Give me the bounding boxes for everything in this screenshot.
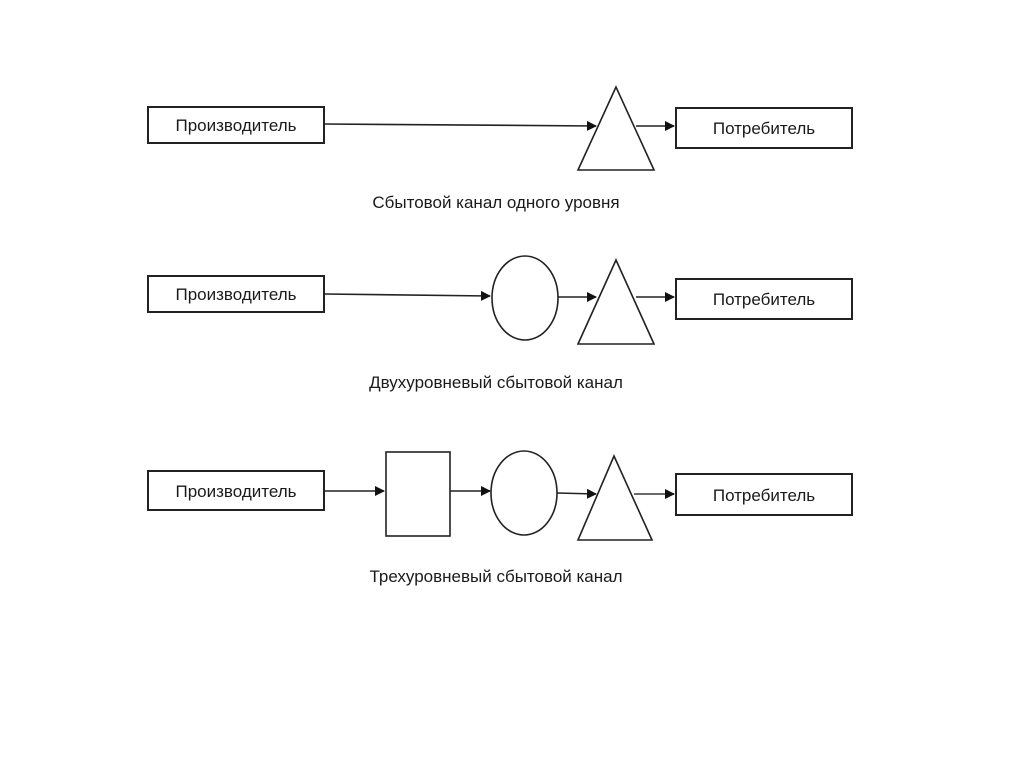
triangle-intermediary bbox=[576, 85, 656, 171]
consumer-label: Потребитель bbox=[713, 119, 815, 138]
consumer-box bbox=[675, 473, 853, 516]
arrow bbox=[323, 290, 491, 301]
arrow bbox=[556, 488, 597, 499]
channel-caption: Сбытовой канал одного уровня bbox=[372, 193, 619, 212]
consumer-label: Потребитель bbox=[713, 486, 815, 505]
producer-label: Производитель bbox=[175, 116, 296, 135]
consumer-box bbox=[675, 278, 853, 320]
circle-intermediary bbox=[490, 450, 558, 536]
consumer-label: Потребитель bbox=[713, 290, 815, 309]
channel-caption: Трехуровневый сбытовой канал bbox=[369, 567, 622, 586]
producer-box bbox=[147, 106, 325, 144]
producer-label: Производитель bbox=[175, 482, 296, 501]
channel-caption: Двухуровневый сбытовой канал bbox=[369, 373, 623, 392]
producer-box bbox=[147, 470, 325, 511]
channel-row-2: Производитель Потребитель Двухуровневый … bbox=[147, 255, 853, 392]
producer-label: Производитель bbox=[175, 285, 296, 304]
arrow bbox=[323, 120, 597, 131]
consumer-box bbox=[675, 107, 853, 149]
triangle-intermediary bbox=[576, 454, 654, 541]
square-intermediary bbox=[385, 451, 451, 537]
triangle-intermediary bbox=[576, 258, 656, 345]
channel-row-1: Производитель Потребитель Сбытовой канал… bbox=[147, 85, 853, 212]
circle-intermediary bbox=[491, 255, 559, 341]
channel-row-3: Производитель Потребитель Трехуровневый … bbox=[147, 450, 853, 586]
producer-box bbox=[147, 275, 325, 313]
